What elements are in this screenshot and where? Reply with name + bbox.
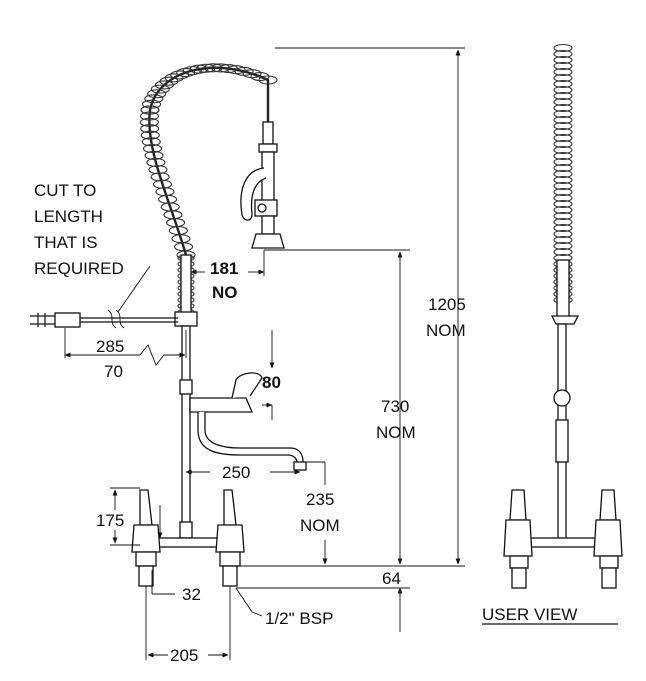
hose-coil-turn [140,105,160,115]
wall-bracket-arm [30,312,178,328]
cut-note-line-2: LENGTH [34,207,103,226]
dim-235-nom: NOM [300,516,340,535]
side-coil-turn [553,205,573,215]
dim-bsp: 1/2" BSP [265,609,333,628]
side-coil-turn [553,61,573,71]
annotation-labels: CUT TO LENGTH THAT IS REQUIRED 181 NO 12… [34,181,577,665]
side-coil-turn [553,103,573,113]
side-coil-turn [553,193,573,203]
dim-730-nom: NOM [376,423,416,442]
hose-coil-turn [258,75,278,85]
hose-coil-turn [139,117,159,127]
side-coil-turn [553,145,573,155]
pre-rinse-hose-coil [139,63,278,320]
hose-coil-turn [141,137,161,147]
cut-note-line-3: THAT IS [34,233,98,252]
side-coil-turn [553,43,573,53]
cut-note-line-4: REQUIRED [34,259,124,278]
side-coil-turn [553,133,573,143]
side-coil-turn [553,91,573,101]
side-coil-turn [553,85,573,95]
side-coil-turn [553,67,573,77]
hose-coil-turn [144,94,164,104]
add-on-faucet [189,372,307,471]
hose-coil-turn [170,70,190,80]
side-coil-turn [553,151,573,161]
side-coil-turn [553,127,573,137]
dim-181-no: NO [212,283,238,302]
side-coil-turn [553,175,573,185]
dim-181: 181 [210,259,238,278]
dim-1205: 1205 [428,295,466,314]
hose-coil-turn [211,63,231,73]
side-coil-turn [553,199,573,209]
side-coil-turn [553,241,573,251]
side-coil-turn [553,223,573,233]
riser-column [174,254,198,539]
dim-250: 250 [222,463,250,482]
hose-coil-turn [139,111,160,121]
side-coil-turn [553,109,573,119]
dim-205: 205 [170,646,198,665]
side-coil-turn [553,79,573,89]
hose-coil-turn [148,165,168,175]
side-coil-turn [553,163,573,173]
dim-235: 235 [306,490,334,509]
side-coil-turn [553,187,573,197]
side-coil-turn [553,235,573,245]
side-coil-turn [553,181,573,191]
side-coil-turn [553,217,573,227]
hose-coil-turn [140,130,160,140]
dim-80: 80 [262,373,281,392]
hose-coil-turn [203,63,223,73]
side-coil-turn [553,157,573,167]
dimension-lines [64,47,465,660]
hose-coil-turn [140,124,160,134]
hose-coil-turn [142,99,162,109]
hose-coil-turn [150,84,170,94]
spray-valve-gun [240,121,285,249]
hose-coil-turn [144,150,164,161]
hose-coil-turn [150,172,170,182]
side-coil-turn [553,121,573,131]
side-coil-turn [553,229,573,239]
user-view-title: USER VIEW [482,605,577,624]
side-coil-turn [553,97,573,107]
user-view-drawing [482,43,623,625]
side-coil-turn [553,49,573,59]
side-coil-turn [553,139,573,149]
dim-64: 64 [382,569,401,588]
hose-coil-turn [164,73,184,83]
side-coil-turn [553,247,573,257]
hose-coil-turn [146,157,166,168]
hose-coil-turn [196,63,216,73]
hose-coil-turn [142,144,163,154]
dim-70: 70 [104,362,123,381]
deck-mount-bridge [131,489,245,587]
hose-coil-turn [147,89,167,99]
side-coil-turn [553,115,573,125]
dim-1205-nom: NOM [426,321,466,340]
cut-note-line-1: CUT TO [34,181,96,200]
side-coil-turn [553,211,573,221]
dim-175: 175 [96,511,124,530]
side-coil-turn [553,73,573,83]
side-coil-turn [553,169,573,179]
dim-32: 32 [182,585,201,604]
dim-730: 730 [381,397,409,416]
side-coil-turn [553,55,573,65]
dim-285: 285 [96,337,124,356]
